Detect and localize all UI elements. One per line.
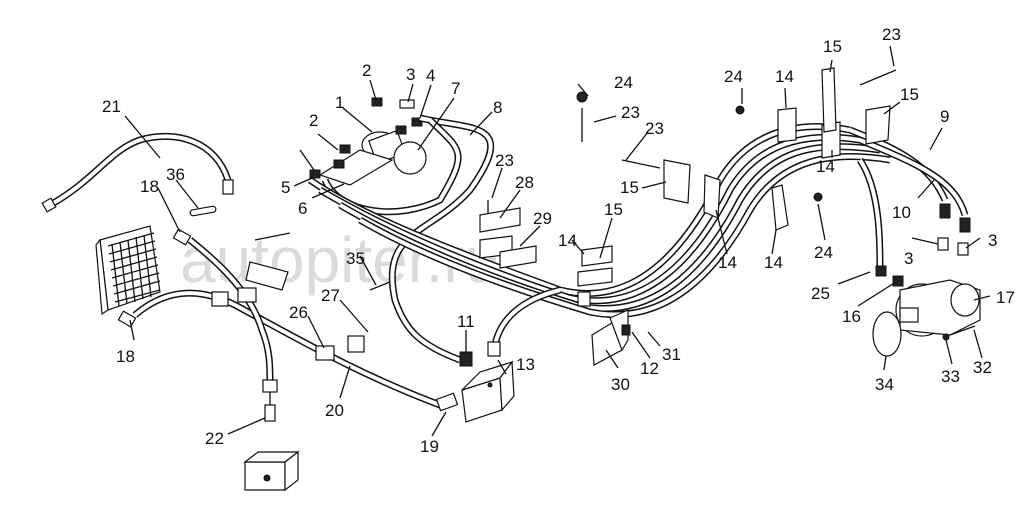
callout-29: 29 (533, 209, 552, 228)
callout-26: 26 (289, 303, 308, 322)
callout-17: 17 (996, 288, 1015, 307)
oil-cooler (95, 225, 192, 328)
callout-13: 13 (516, 355, 535, 374)
callout-19: 19 (420, 437, 439, 456)
callout-35: 35 (346, 249, 365, 268)
callout-14c: 14 (764, 253, 783, 272)
valve-block-22 (243, 450, 300, 492)
callout-23a: 23 (495, 151, 514, 170)
callout-31: 31 (662, 345, 681, 364)
callout-22: 22 (205, 429, 224, 448)
hose-21 (41, 132, 234, 213)
callout-4: 4 (426, 66, 435, 85)
callout-3a: 3 (406, 65, 415, 84)
callout-18b: 18 (116, 347, 135, 366)
callout-18a: 18 (140, 177, 159, 196)
callout-8: 8 (493, 98, 502, 117)
callout-14e: 14 (816, 157, 835, 176)
callout-25: 25 (811, 284, 830, 303)
callout-10: 10 (892, 203, 911, 222)
callout-3c: 3 (988, 231, 997, 250)
callout-15d: 15 (900, 85, 919, 104)
callout-15b: 15 (604, 200, 623, 219)
bolts (254, 69, 897, 291)
callout-1: 1 (335, 93, 344, 112)
callout-11: 11 (457, 312, 475, 331)
callout-28: 28 (515, 173, 534, 192)
main-hose-bundle (307, 114, 971, 367)
callout-3b: 3 (904, 249, 913, 268)
callout-33: 33 (941, 367, 960, 386)
callout-32: 32 (973, 358, 992, 377)
callout-24c: 24 (814, 243, 833, 262)
callout-16: 16 (842, 307, 861, 326)
hose-20 (132, 289, 442, 409)
callout-2b: 2 (309, 111, 318, 130)
leader-lines (124, 45, 991, 437)
callout-36: 36 (166, 165, 185, 184)
clamp-left (211, 261, 365, 361)
callout-27: 27 (321, 286, 340, 305)
callout-15c: 15 (823, 37, 842, 56)
callout-5: 5 (281, 178, 290, 197)
callout-6: 6 (298, 199, 307, 218)
callout-30: 30 (611, 375, 630, 394)
callout-2a: 2 (362, 61, 371, 80)
callout-23b: 23 (621, 103, 640, 122)
callout-9: 9 (940, 107, 949, 126)
callout-24a: 24 (614, 73, 633, 92)
callout-14d: 14 (775, 67, 794, 86)
callout-23c: 23 (645, 119, 664, 138)
hydraulic-pump-17 (872, 275, 981, 357)
callout-21: 21 (102, 97, 121, 116)
callout-14b: 14 (718, 253, 737, 272)
hose-22 (187, 237, 278, 422)
callout-labels: 1 2 2 3 3 3 4 5 6 7 8 9 10 11 12 13 14 1… (102, 25, 1015, 456)
callout-34: 34 (875, 375, 894, 394)
callout-14a: 14 (558, 231, 577, 250)
fitting-19 (435, 392, 459, 412)
pin-36 (189, 205, 217, 217)
valve-block-13 (461, 360, 515, 423)
callout-24b: 24 (724, 67, 743, 86)
callout-20: 20 (325, 401, 344, 420)
callout-7: 7 (451, 79, 460, 98)
callout-23d: 23 (882, 25, 901, 44)
callout-12: 12 (640, 359, 659, 378)
callout-15a: 15 (620, 178, 639, 197)
